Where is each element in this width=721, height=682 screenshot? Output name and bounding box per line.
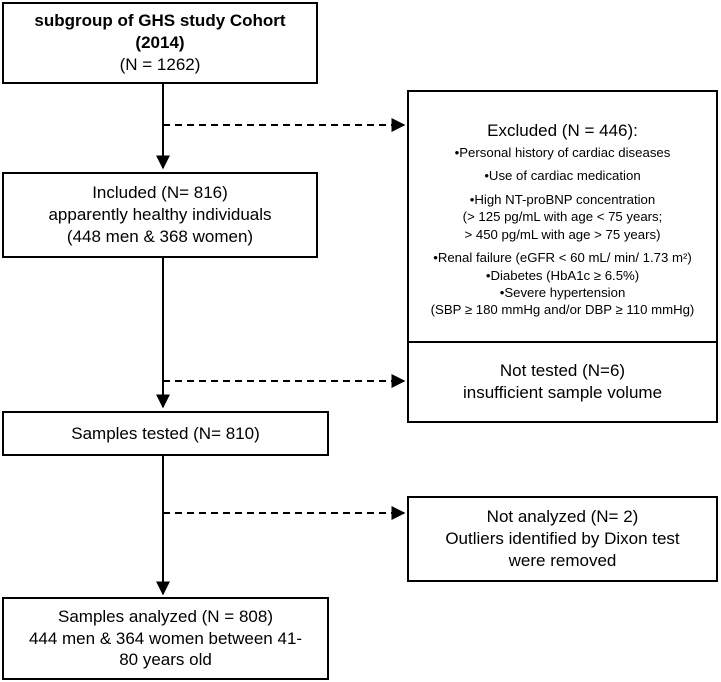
not-tested-box: Not tested (N=6) insufficient sample vol…: [407, 341, 718, 423]
not-analyzed-box: Not analyzed (N= 2) Outliers identified …: [407, 496, 718, 582]
excluded-criterion: •Renal failure (eGFR < 60 mL/ min/ 1.73 …: [433, 250, 692, 266]
excluded-criterion: (SBP ≥ 180 mmHg and/or DBP ≥ 110 mmHg): [430, 302, 695, 318]
excluded-criterion: •Personal history of cardiac diseases: [454, 144, 671, 160]
not-tested-line1: Not tested (N=6): [499, 361, 626, 381]
included-line1: Included (N= 816): [92, 183, 228, 203]
not-analyzed-line2: Outliers identified by Dixon test: [445, 529, 680, 549]
analyzed-line3: 80 years old: [119, 650, 212, 670]
cohort-box: subgroup of GHS study Cohort (2014) (N =…: [2, 2, 318, 84]
cohort-count: (N = 1262): [119, 54, 201, 74]
excluded-box: Excluded (N = 446): •Personal history of…: [407, 90, 718, 349]
not-tested-line2: insufficient sample volume: [462, 383, 663, 402]
tested-line1: Samples tested (N= 810): [71, 423, 260, 443]
excluded-criterion: (> 125 pg/mL with age < 75 years;: [462, 209, 663, 225]
excluded-criterion: •High NT-proBNP concentration: [469, 191, 656, 207]
excluded-criterion: •Severe hypertension: [499, 284, 626, 300]
excluded-header: Excluded (N = 446):: [487, 121, 638, 141]
included-box: Included (N= 816) apparently healthy ind…: [2, 172, 318, 258]
included-line2: apparently healthy individuals: [48, 205, 272, 225]
analyzed-line1: Samples analyzed (N = 808): [58, 606, 273, 626]
cohort-title-line2: (2014): [135, 33, 185, 53]
excluded-criterion: •Use of cardiac medication: [484, 168, 641, 184]
analyzed-box: Samples analyzed (N = 808) 444 men & 364…: [2, 597, 329, 680]
tested-box: Samples tested (N= 810): [2, 411, 329, 456]
analyzed-line2: 444 men & 364 women between 41-: [28, 628, 303, 648]
excluded-criterion: •Diabetes (HbA1c ≥ 6.5%): [485, 267, 640, 283]
not-analyzed-line3: were removed: [508, 550, 617, 570]
included-line3: (448 men & 368 women): [66, 226, 254, 246]
not-analyzed-line1: Not analyzed (N= 2): [486, 507, 639, 527]
cohort-title-line1: subgroup of GHS study Cohort: [34, 11, 286, 31]
excluded-criterion: > 450 pg/mL with age > 75 years): [464, 226, 661, 242]
